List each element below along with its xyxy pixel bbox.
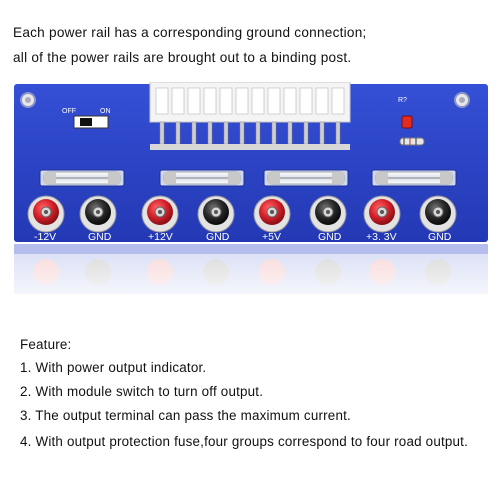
feature-item: 3. The output terminal can pass the maxi… bbox=[20, 408, 351, 423]
intro-line-2: all of the power rails are brought out t… bbox=[13, 50, 352, 65]
fuse-group bbox=[39, 169, 457, 187]
black-binding-post bbox=[419, 195, 457, 233]
mounting-holes bbox=[20, 92, 470, 108]
intro-line-1: Each power rail has a corresponding grou… bbox=[13, 25, 367, 40]
black-binding-post bbox=[309, 195, 347, 233]
rail-label: GND bbox=[428, 231, 452, 243]
intro-text: Each power rail has a corresponding grou… bbox=[13, 20, 493, 70]
red-binding-post bbox=[27, 195, 65, 233]
rail-labels: -12V GND +12V GND +5V GND +3. 3V GND bbox=[34, 231, 452, 243]
red-binding-post bbox=[363, 195, 401, 233]
binding-posts bbox=[27, 195, 457, 233]
atx-connector bbox=[149, 82, 351, 150]
feature-title: Feature: bbox=[20, 337, 72, 352]
fuse bbox=[159, 169, 245, 187]
feature-item: 2. With module switch to turn off output… bbox=[20, 384, 264, 399]
feature-item: 1. With power output indicator. bbox=[20, 360, 207, 375]
switch-on-label: ON bbox=[100, 108, 111, 115]
red-binding-post bbox=[141, 195, 179, 233]
black-binding-post bbox=[79, 195, 117, 233]
rail-label: GND bbox=[206, 231, 230, 243]
fuse bbox=[39, 169, 125, 187]
feature-list: Feature: 1. With power output indicator.… bbox=[20, 334, 490, 456]
power-indicator-led: R? bbox=[398, 97, 425, 146]
rail-label: +3. 3V bbox=[366, 231, 397, 243]
rail-label: GND bbox=[318, 231, 342, 243]
power-breakout-board: OFF ON R? -12V GND +12V GND +5V GND +3. 3V GND bbox=[0, 82, 500, 312]
red-binding-post bbox=[253, 195, 291, 233]
fuse bbox=[263, 169, 349, 187]
product-photo: OFF ON R? -12V GND +12V GND +5V GND +3. 3V GND bbox=[0, 82, 500, 312]
power-switch: OFF ON bbox=[62, 108, 111, 129]
rail-label: GND bbox=[88, 231, 112, 243]
feature-item: 4. With output protection fuse,four grou… bbox=[20, 434, 469, 449]
switch-off-label: OFF bbox=[62, 108, 76, 115]
fuse bbox=[371, 169, 457, 187]
rail-label: +5V bbox=[262, 231, 281, 243]
rail-label: -12V bbox=[34, 231, 56, 243]
black-binding-post bbox=[197, 195, 235, 233]
led-ref-label: R? bbox=[398, 97, 407, 104]
rail-label: +12V bbox=[148, 231, 173, 243]
